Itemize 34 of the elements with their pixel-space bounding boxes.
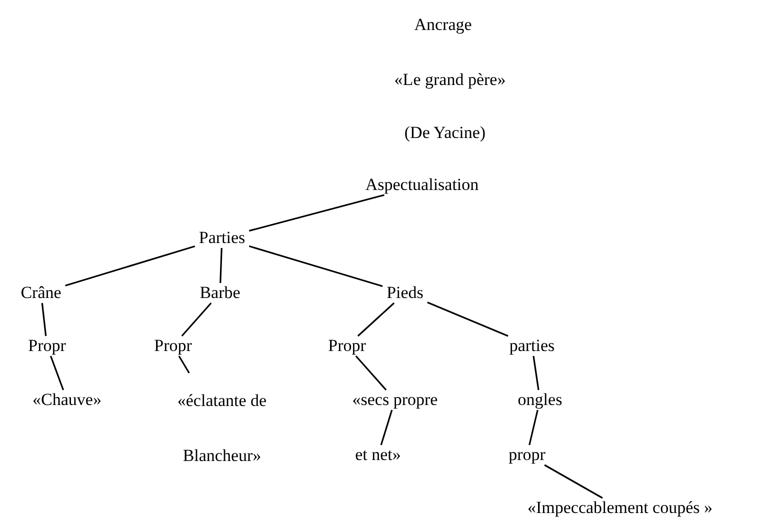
connector-line bbox=[528, 410, 538, 446]
tree-node-text: Propr bbox=[150, 336, 196, 356]
heading-text: «Le grand père» bbox=[394, 70, 506, 90]
tree-node-text: Aspectualisation bbox=[361, 175, 483, 195]
tree-node-text: «Impeccablement coupés » bbox=[523, 498, 717, 518]
tree-node-text: Propr bbox=[24, 336, 70, 356]
connector-line bbox=[427, 302, 508, 337]
heading-text: Ancrage bbox=[414, 15, 472, 35]
tree-node-text: Propr bbox=[324, 336, 370, 356]
tree-node-text: Pieds bbox=[382, 283, 428, 303]
tree-node-text: Crâne bbox=[16, 283, 66, 303]
connector-line bbox=[50, 356, 64, 390]
connector-line bbox=[181, 302, 212, 337]
tree-node-text: et net» bbox=[351, 445, 405, 465]
tree-node-text: Barbe bbox=[196, 283, 244, 303]
tree-node-text: «secs propre bbox=[348, 390, 442, 410]
tree-node-text: ongles bbox=[514, 390, 566, 410]
connector-line bbox=[355, 355, 387, 391]
connector-line bbox=[380, 410, 393, 446]
tree-node-text: propr bbox=[504, 445, 550, 465]
connector-line bbox=[220, 248, 222, 284]
connector-line bbox=[248, 245, 383, 288]
connector-line bbox=[65, 245, 196, 286]
connector-line bbox=[357, 302, 395, 337]
tree-node-text: parties bbox=[505, 336, 559, 356]
connector-line bbox=[41, 302, 47, 336]
tree-node-text: «éclatante de Blancheur» bbox=[152, 373, 292, 483]
tree-node-text: Parties bbox=[194, 228, 250, 248]
connector-line bbox=[532, 356, 540, 390]
connector-line bbox=[248, 194, 384, 232]
connector-line bbox=[178, 356, 190, 374]
tree-node-text: «Chauve» bbox=[28, 390, 106, 410]
heading-text: (De Yacine) bbox=[404, 123, 486, 143]
connector-line bbox=[544, 464, 603, 499]
